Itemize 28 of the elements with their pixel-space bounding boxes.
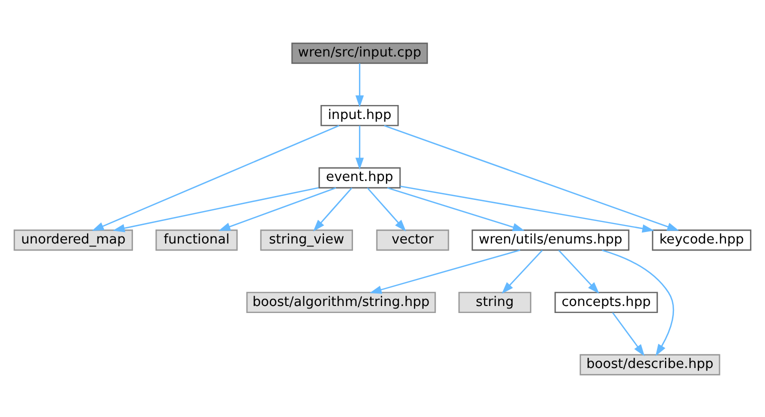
arrow bbox=[355, 125, 364, 170]
arrow bbox=[612, 312, 645, 356]
node-box: string_view bbox=[260, 229, 353, 250]
arrow bbox=[400, 185, 654, 232]
arrow bbox=[370, 249, 520, 294]
node-box: boost/algorithm/string.hpp bbox=[246, 291, 436, 313]
node-box: keycode.hpp bbox=[652, 229, 752, 250]
arrow bbox=[112, 186, 319, 232]
arrow bbox=[558, 249, 600, 294]
arrow bbox=[602, 249, 674, 356]
node-box: vector bbox=[376, 229, 450, 250]
node-box: wren/utils/enums.hpp bbox=[472, 229, 630, 250]
node-box: boost/describe.hpp bbox=[580, 354, 720, 375]
arrow bbox=[502, 249, 543, 294]
node-box: input.hpp bbox=[320, 104, 399, 126]
arrow bbox=[384, 124, 680, 230]
arrow bbox=[92, 124, 340, 230]
node-box: string bbox=[458, 291, 532, 313]
node-box: functional bbox=[156, 229, 238, 250]
node-box: event.hpp bbox=[318, 166, 401, 188]
arrow bbox=[387, 186, 525, 231]
arrow bbox=[313, 187, 352, 231]
node-box: concepts.hpp bbox=[554, 291, 658, 313]
arrow bbox=[355, 62, 364, 107]
node-box: unordered_map bbox=[14, 229, 133, 250]
arrow bbox=[366, 187, 406, 231]
node-box: wren/src/input.cpp bbox=[291, 42, 428, 64]
arrow bbox=[218, 186, 336, 230]
